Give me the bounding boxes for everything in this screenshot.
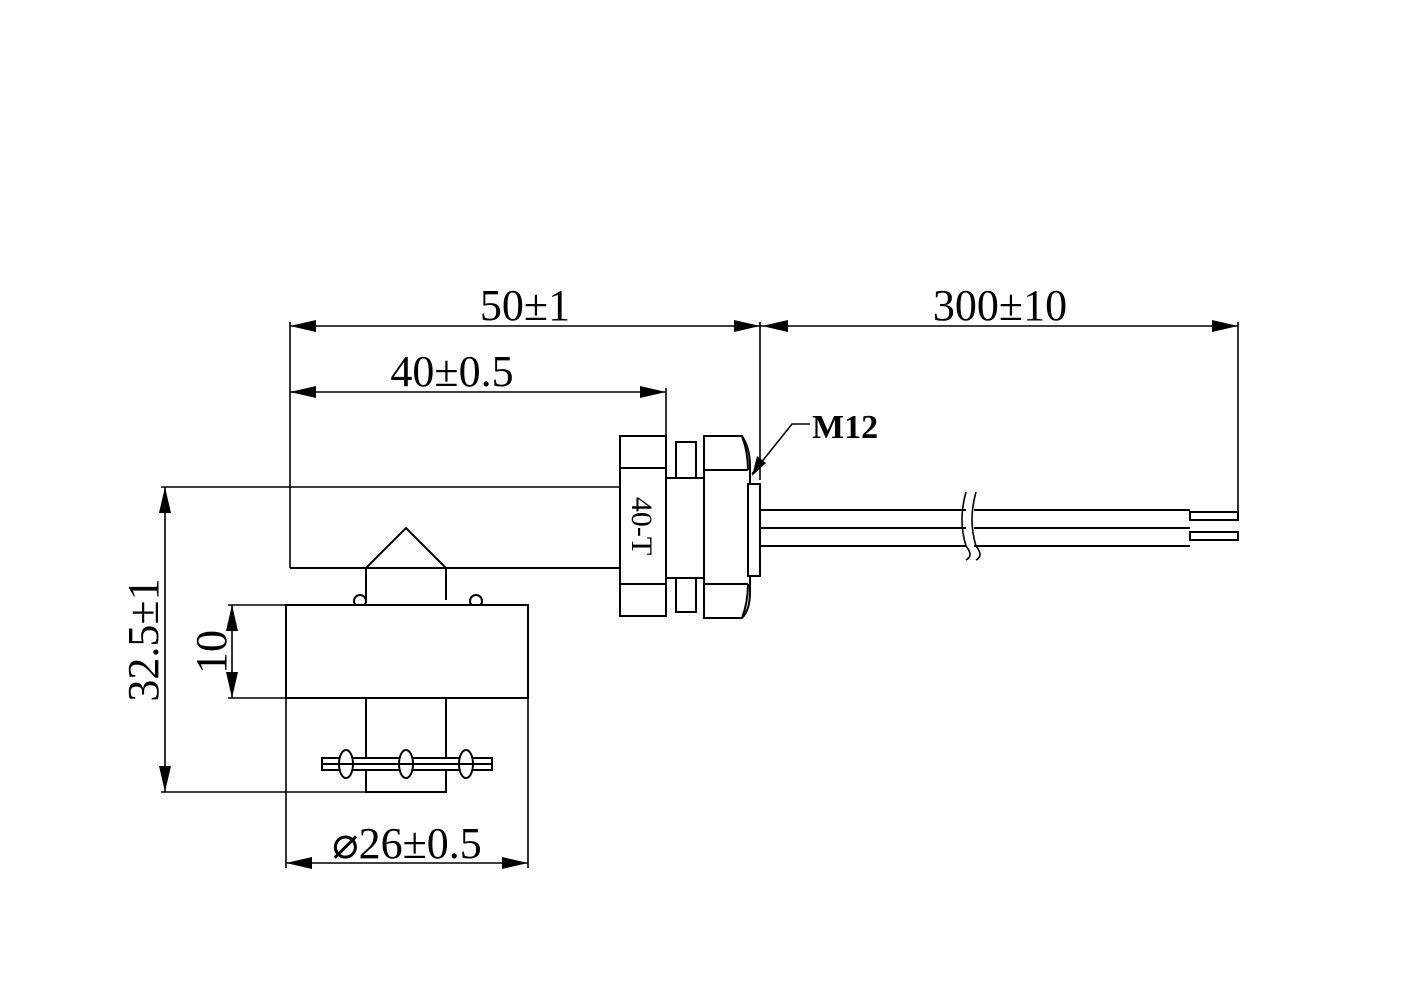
cable-length-label: 300±10 [933, 281, 1067, 330]
dimension-float-diameter: ⌀26±0.5 [285, 698, 529, 869]
float-height-label: 10 [187, 630, 236, 674]
height-label: 32.5±1 [119, 578, 168, 701]
dimension-cable-length: 300±10 [759, 281, 1239, 512]
model-marking: 40-T [625, 497, 658, 555]
float-body [285, 526, 620, 793]
thread-label: M12 [812, 409, 878, 446]
overall-length-label: 50±1 [480, 281, 570, 330]
mounting-hardware: 40-T [619, 435, 761, 619]
dimension-overall-length: 50±1 [289, 281, 760, 568]
dimension-height: 32.5±1 [119, 486, 620, 793]
float-diameter-label: ⌀26±0.5 [332, 819, 482, 868]
thread-callout: M12 [751, 409, 878, 476]
float-length-label: 40±0.5 [390, 347, 513, 396]
dimension-float-length: 40±0.5 [290, 347, 667, 436]
cable [760, 491, 1239, 561]
dimension-float-height: 10 [187, 604, 286, 699]
